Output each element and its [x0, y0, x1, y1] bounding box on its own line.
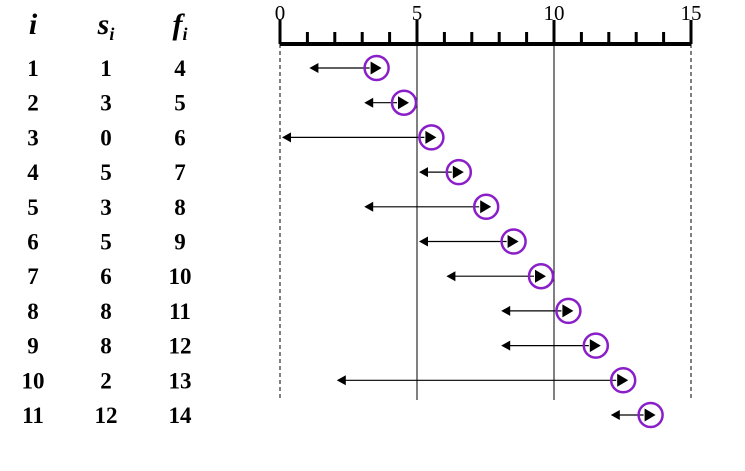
- interval-end-arrow-3: [425, 130, 437, 144]
- interval-end-circle-11: [637, 401, 664, 429]
- cell-s-row-10: 2: [100, 368, 112, 393]
- interval-end-arrow-1: [370, 61, 382, 75]
- interval-end-arrow-5: [480, 200, 492, 214]
- cell-f-row-10: 13: [169, 368, 192, 393]
- cell-s-row-9: 8: [100, 334, 112, 359]
- interval-5: [364, 193, 500, 221]
- cell-i-row-11: 11: [22, 403, 44, 428]
- cell-s-row-5: 3: [100, 195, 112, 220]
- interval-end-circle-9: [582, 332, 610, 359]
- header-s: si: [97, 8, 115, 44]
- interval-4: [419, 158, 473, 186]
- interval-end-arrow-8: [562, 304, 574, 318]
- header-i: i: [29, 8, 38, 41]
- interval-start-arrow-5: [364, 201, 374, 212]
- interval-2: [364, 89, 418, 116]
- interval-start-arrow-10: [336, 375, 346, 386]
- interval-end-arrow-4: [452, 165, 464, 179]
- cell-f-row-2: 5: [174, 91, 186, 116]
- interval-end-circle-1: [363, 54, 390, 82]
- cell-f-row-11: 14: [169, 403, 193, 428]
- cell-s-row-1: 1: [100, 56, 112, 81]
- interval-start-arrow-1: [309, 63, 319, 73]
- interval-end-arrow-11: [644, 408, 656, 422]
- cell-i-row-10: 10: [22, 368, 45, 393]
- interval-end-circle-2: [390, 89, 418, 116]
- interval-end-arrow-10: [617, 373, 629, 387]
- interval-9: [501, 332, 610, 359]
- cell-s-row-6: 5: [100, 230, 112, 255]
- interval-end-circle-6: [500, 228, 527, 255]
- cell-f-row-5: 8: [174, 195, 186, 220]
- cell-f-row-7: 10: [169, 264, 192, 289]
- axis-tick-label-10: 10: [544, 1, 565, 25]
- cell-i-row-2: 2: [27, 91, 39, 116]
- interval-end-circle-8: [555, 297, 582, 325]
- axis-tick-label-0: 0: [275, 1, 286, 25]
- header-f: fi: [172, 8, 187, 44]
- timeline-axis: 0 5 10 15: [275, 1, 702, 46]
- cell-f-row-1: 4: [174, 56, 186, 81]
- cell-f-row-3: 6: [174, 125, 186, 150]
- interval-end-circle-7: [527, 262, 555, 290]
- guide-lines: [279, 44, 692, 400]
- interval-1: [309, 54, 390, 82]
- cell-s-row-7: 6: [100, 264, 112, 289]
- interval-8: [501, 297, 582, 325]
- cell-s-row-3: 0: [100, 125, 112, 150]
- interval-start-arrow-2: [364, 97, 374, 108]
- interval-end-circle-3: [418, 124, 445, 151]
- interval-6: [419, 228, 527, 255]
- interval-start-arrow-4: [419, 167, 428, 178]
- interval-10: [336, 367, 637, 394]
- cell-f-row-6: 9: [174, 230, 186, 255]
- cell-i-row-6: 6: [27, 230, 39, 255]
- axis-tick-label-15: 15: [681, 1, 702, 25]
- interval-end-circle-5: [472, 193, 500, 221]
- cell-s-row-8: 8: [100, 299, 112, 324]
- interval-end-circle-10: [609, 367, 637, 394]
- interval-end-arrow-2: [398, 96, 409, 110]
- interval-11: [610, 401, 664, 429]
- interval-end-arrow-9: [589, 339, 601, 353]
- cell-f-row-4: 7: [174, 160, 186, 185]
- cell-s-row-11: 12: [95, 403, 118, 428]
- cell-i-row-8: 8: [27, 299, 39, 324]
- interval-end-arrow-7: [535, 269, 546, 283]
- intervals: [282, 54, 664, 429]
- interval-start-arrow-6: [419, 236, 428, 247]
- interval-3: [282, 124, 445, 151]
- interval-7: [446, 262, 555, 290]
- cell-s-row-4: 5: [100, 160, 112, 185]
- interval-end-circle-4: [445, 158, 473, 186]
- cell-s-row-2: 3: [100, 91, 112, 116]
- interval-start-arrow-3: [282, 132, 291, 143]
- cell-f-row-9: 12: [169, 334, 192, 359]
- axis-tick-label-5: 5: [412, 1, 423, 25]
- cell-i-row-5: 5: [27, 195, 39, 220]
- interval-start-arrow-9: [501, 340, 511, 351]
- interval-start-arrow-8: [501, 305, 511, 316]
- interval-start-arrow-11: [610, 410, 620, 420]
- cell-i-row-1: 1: [27, 56, 39, 81]
- cell-f-row-8: 11: [169, 299, 191, 324]
- cell-i-row-7: 7: [27, 264, 39, 289]
- interval-start-arrow-7: [446, 271, 456, 282]
- cell-i-row-3: 3: [27, 125, 39, 150]
- cell-i-row-4: 4: [27, 160, 39, 185]
- cell-i-row-9: 9: [27, 334, 39, 359]
- interval-end-arrow-6: [507, 235, 519, 248]
